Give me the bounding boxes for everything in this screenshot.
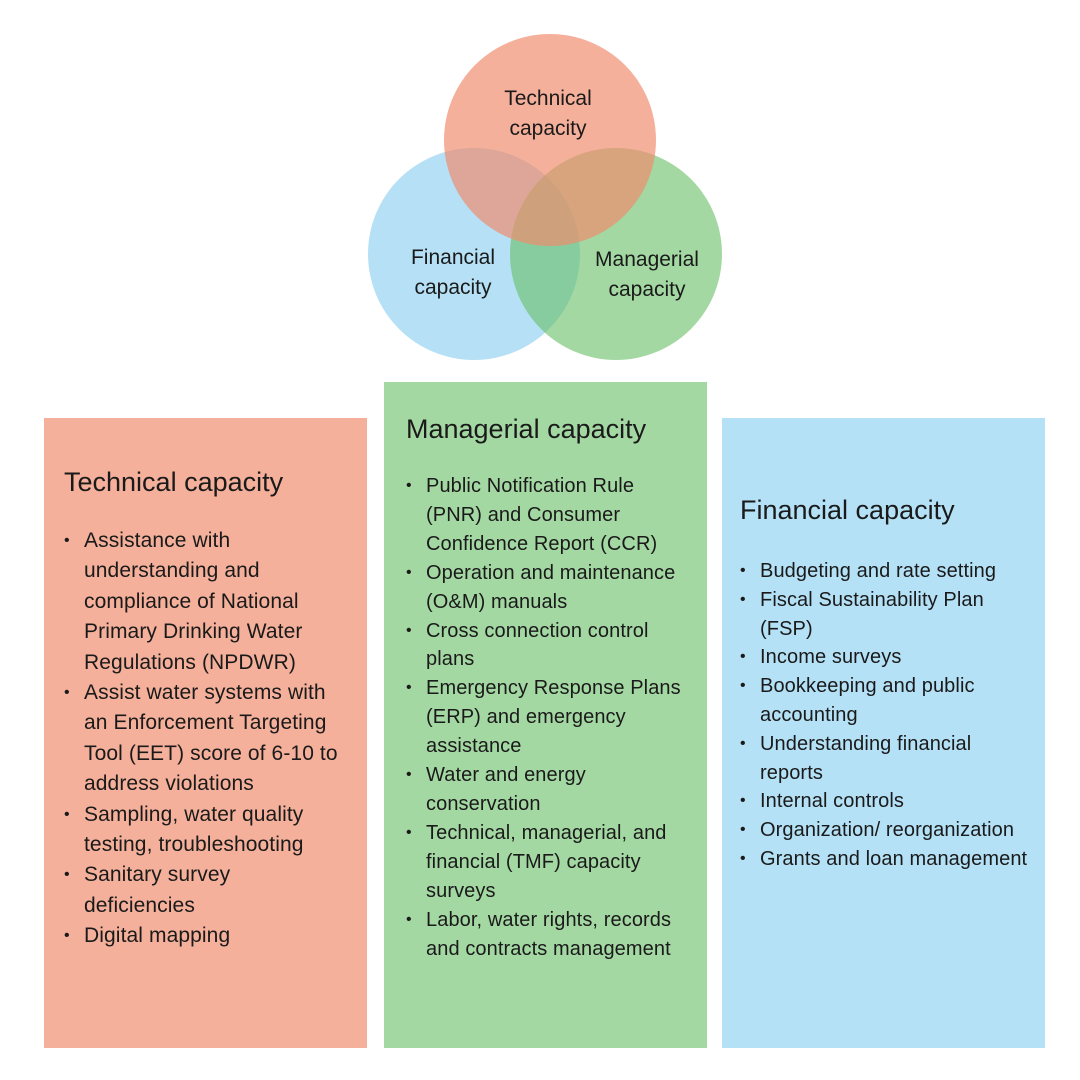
venn-label-financial-line2: capacity	[414, 276, 492, 299]
list-item: Internal controls	[740, 787, 1029, 816]
financial-card-title: Financial capacity	[740, 495, 955, 525]
list-item: Income surveys	[740, 643, 1029, 672]
list-item: Technical, managerial, and financial (TM…	[406, 819, 687, 906]
financial-item-list: Budgeting and rate setting Fiscal Sustai…	[740, 557, 1029, 874]
venn-label-technical: Technical capacity	[468, 84, 628, 144]
list-item: Assist water systems with an Enforcement…	[64, 678, 347, 800]
list-item: Grants and loan management	[740, 845, 1029, 874]
list-item: Assistance with understanding and compli…	[64, 526, 347, 678]
list-item: Fiscal Sustainability Plan (FSP)	[740, 586, 1029, 644]
list-item: Bookkeeping and public accounting	[740, 672, 1029, 730]
list-item: Digital mapping	[64, 921, 347, 952]
managerial-capacity-card: Managerial capacity Public Notification …	[384, 382, 707, 1048]
financial-capacity-card: Financial capacity Budgeting and rate se…	[722, 418, 1045, 1048]
venn-diagram: Technical capacity Financial capacity Ma…	[0, 0, 1080, 380]
technical-item-list: Assistance with understanding and compli…	[64, 526, 347, 952]
list-item: Understanding financial reports	[740, 730, 1029, 788]
venn-circle-technical	[444, 34, 656, 246]
list-item: Sampling, water quality testing, trouble…	[64, 800, 347, 861]
venn-label-financial: Financial capacity	[373, 243, 533, 303]
list-item: Water and energy conservation	[406, 761, 687, 819]
venn-label-financial-line1: Financial	[410, 246, 496, 269]
managerial-item-list: Public Notification Rule (PNR) and Consu…	[406, 472, 687, 963]
venn-label-managerial-line1: Managerial	[595, 248, 699, 271]
list-item: Cross connection control plans	[406, 617, 687, 675]
list-item: Sanitary survey deficiencies	[64, 860, 347, 921]
list-item: Organization/ reorganization	[740, 816, 1029, 845]
venn-label-managerial-line2: capacity	[608, 278, 686, 301]
list-item: Budgeting and rate setting	[740, 557, 1029, 586]
list-item: Labor, water rights, records and contrac…	[406, 906, 687, 964]
managerial-card-title: Managerial capacity	[406, 414, 647, 444]
technical-card-title: Technical capacity	[64, 467, 284, 497]
venn-svg	[368, 34, 722, 360]
list-item: Operation and maintenance (O&M) manuals	[406, 559, 687, 617]
venn-label-technical-line2: capacity	[509, 117, 587, 140]
venn-label-technical-line1: Technical	[504, 87, 592, 110]
list-item: Emergency Response Plans (ERP) and emerg…	[406, 674, 687, 761]
list-item: Public Notification Rule (PNR) and Consu…	[406, 472, 687, 559]
technical-capacity-card: Technical capacity Assistance with under…	[44, 418, 367, 1048]
venn-label-managerial: Managerial capacity	[567, 245, 727, 305]
